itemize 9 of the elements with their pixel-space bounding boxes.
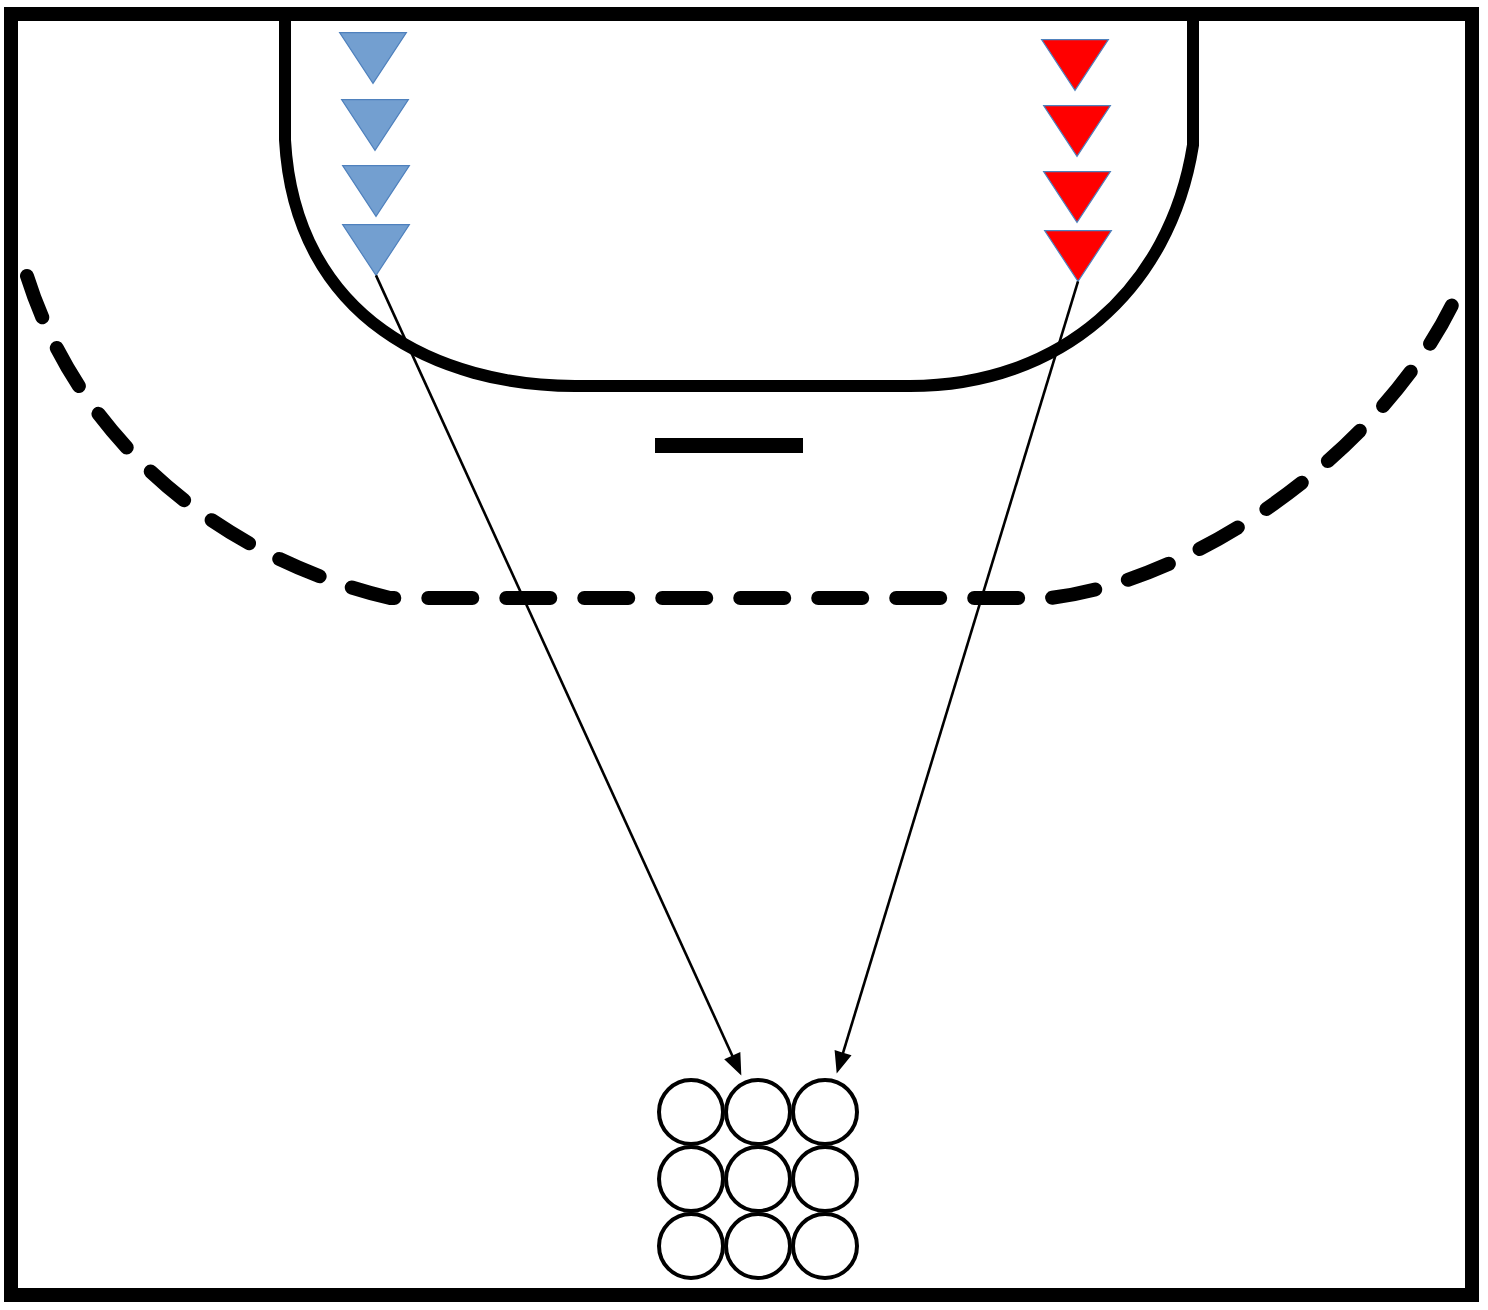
ball xyxy=(657,1145,725,1213)
ball xyxy=(657,1212,725,1280)
ball xyxy=(724,1078,792,1146)
ball xyxy=(791,1078,859,1146)
ball xyxy=(791,1212,859,1280)
ball xyxy=(791,1145,859,1213)
ball xyxy=(724,1145,792,1213)
ball xyxy=(724,1212,792,1280)
ball xyxy=(657,1078,725,1146)
